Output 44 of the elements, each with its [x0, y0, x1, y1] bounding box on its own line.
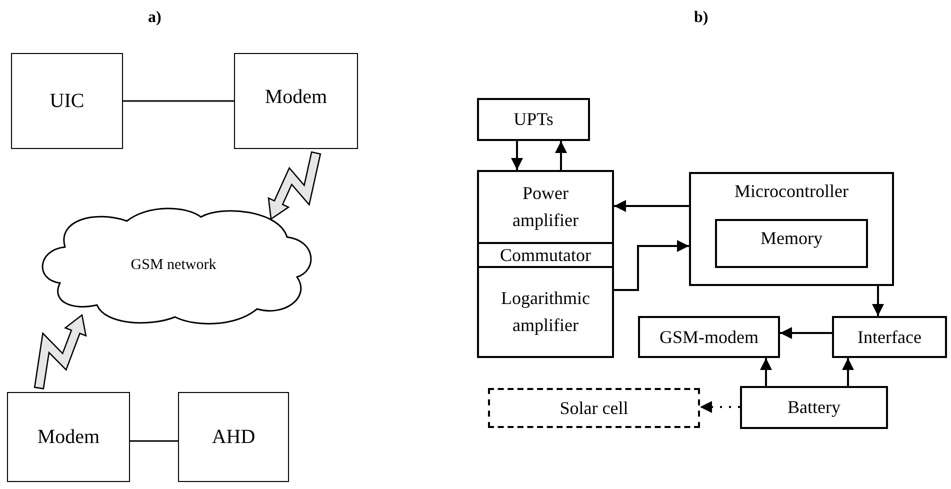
arrow	[511, 141, 523, 170]
node-label: Commutator	[500, 245, 591, 265]
process-box	[715, 219, 868, 268]
node-label: Modem	[264, 85, 328, 110]
node-label: Modem	[37, 425, 100, 450]
node-label: Interface	[858, 326, 922, 348]
node-label: Battery	[788, 396, 840, 419]
node-label: UPTs	[514, 108, 554, 131]
connector-line	[130, 440, 178, 442]
process-box	[638, 316, 780, 358]
node-label: Power amplifier	[512, 182, 580, 232]
node-label: Microcontroller	[734, 180, 848, 203]
process-box	[477, 98, 590, 141]
node-label: AHD	[212, 425, 256, 450]
connector-line	[123, 100, 234, 102]
process-box	[740, 386, 888, 429]
node-label: Memory	[760, 227, 822, 250]
node-label: GSM network	[130, 256, 216, 275]
arrow	[872, 286, 884, 316]
arrow	[700, 401, 740, 413]
node-label: Solar cell	[560, 396, 628, 420]
arrow	[780, 327, 832, 339]
arrow	[555, 141, 567, 170]
process-box	[234, 53, 358, 149]
arrow	[614, 200, 689, 212]
process-box	[7, 392, 130, 482]
node-label: Logarithmic amplifier	[500, 287, 591, 337]
arrow	[760, 358, 772, 386]
process-box	[689, 172, 894, 286]
process-box	[477, 243, 614, 267]
process-box	[488, 388, 700, 428]
panel-label: b)	[694, 8, 708, 28]
process-box	[11, 53, 123, 149]
arrow	[842, 358, 854, 386]
process-box	[178, 392, 289, 482]
panel-label: a)	[148, 8, 162, 28]
process-box	[477, 170, 614, 244]
arrow	[614, 240, 689, 291]
process-box	[832, 316, 947, 358]
lightning-arrow	[268, 151, 322, 220]
lightning-arrow	[34, 314, 87, 390]
node-label: GSM-modem	[660, 326, 758, 348]
process-box	[477, 266, 614, 358]
node-label: UIC	[50, 89, 84, 114]
